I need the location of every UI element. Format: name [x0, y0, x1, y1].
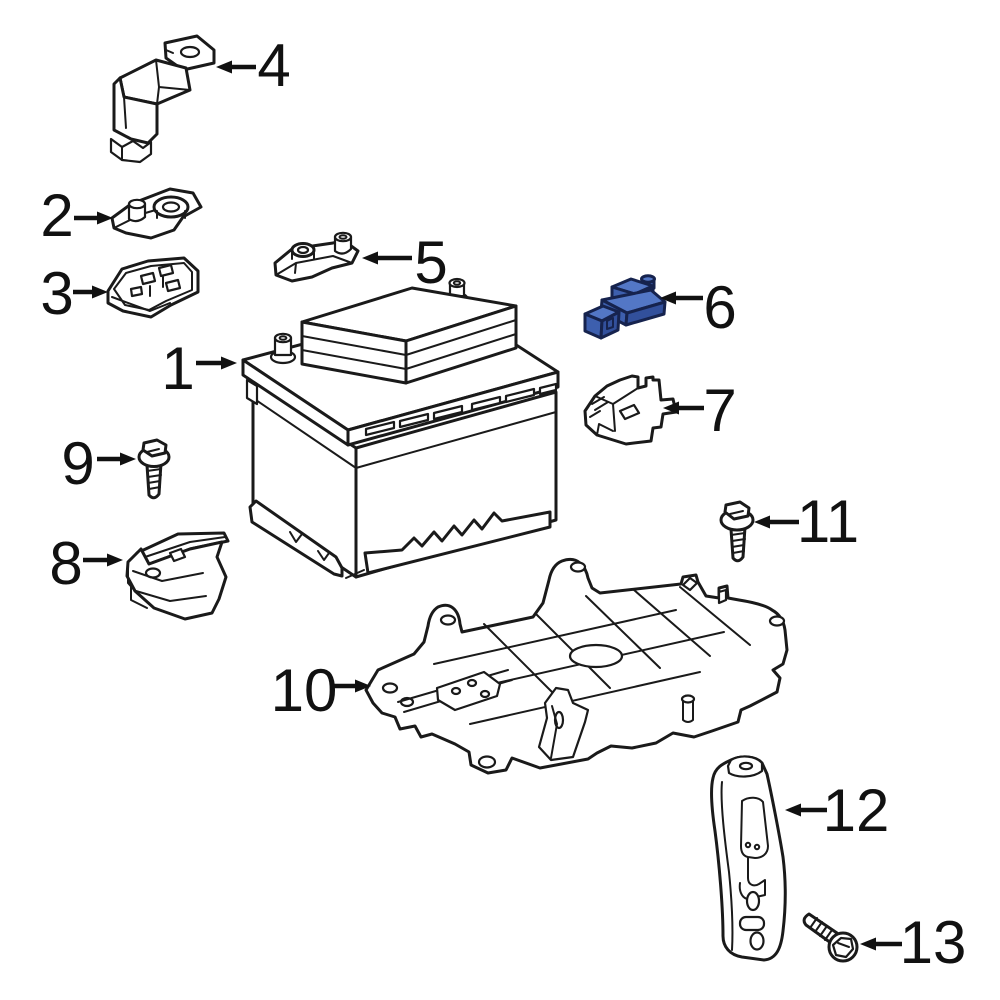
callout-4: 4: [216, 32, 291, 99]
callout-8-arrowhead: [107, 553, 123, 567]
sensor-lower-right: [599, 310, 621, 340]
battery-feet: [248, 499, 552, 579]
battery-lid-details: [245, 378, 558, 469]
clamp-details: [127, 536, 226, 609]
callout-5: 5: [362, 229, 448, 296]
part-terminal-cover: [583, 374, 678, 446]
part-bolt-9: [137, 438, 171, 500]
callout-2: 2: [40, 182, 113, 249]
bolt-11-hex-head: [723, 500, 751, 521]
bolt-11-shaft: [729, 525, 747, 563]
callout-6: 6: [660, 274, 737, 341]
callout-1-number: 1: [161, 335, 194, 402]
callout-12-arrowhead: [785, 803, 801, 817]
bolt-11-threads: [730, 532, 746, 554]
bolt-9-facet: [146, 448, 160, 453]
callout-2-arrowhead: [97, 211, 113, 225]
part-fusible-link: [109, 34, 216, 164]
part-sensor-highlighted: [583, 274, 667, 340]
bolt-9-threads: [146, 468, 162, 490]
callout-10: 10: [271, 657, 371, 724]
bolt-13-threads: [809, 917, 833, 941]
callout-13-number: 13: [900, 909, 967, 976]
fusible-link-details: [109, 49, 191, 164]
terminal-2-details: [113, 195, 190, 229]
callout-7-number: 7: [703, 377, 736, 444]
callout-6-arrowhead: [660, 291, 676, 305]
part-battery: [241, 277, 560, 579]
part-fuse-block: [106, 256, 200, 319]
sensor-notch: [606, 317, 614, 330]
bolt-13-facet: [837, 942, 850, 948]
callout-9-arrowhead: [120, 452, 136, 466]
battery-post-left: [269, 332, 297, 365]
tray-center-hole: [568, 643, 624, 669]
part-terminal-2: [110, 187, 203, 240]
callout-7-arrowhead: [663, 401, 679, 415]
callout-3: 3: [40, 260, 108, 327]
terminal-cover-details: [589, 387, 641, 436]
fuse-block-details: [111, 262, 193, 312]
part-bolt-11: [719, 500, 755, 563]
callout-10-arrowhead: [355, 679, 371, 693]
callout-4-number: 4: [257, 32, 290, 99]
part-clamp: [125, 531, 230, 621]
callout-11-number: 11: [797, 488, 859, 555]
callout-13-arrowhead: [860, 937, 876, 951]
callout-12: 12: [785, 777, 889, 844]
clamp-body: [125, 540, 228, 621]
callout-4-arrowhead: [216, 60, 232, 74]
callout-8-number: 8: [49, 530, 82, 597]
part-bracket-12: [710, 755, 787, 962]
callout-11-arrowhead: [754, 515, 770, 529]
callout-1-arrowhead: [221, 356, 237, 370]
callout-5-arrowhead: [362, 251, 378, 265]
battery-top-block: [300, 286, 518, 385]
part-bolt-13: [802, 912, 859, 963]
bolt-9-hex-head: [141, 438, 168, 458]
callout-11: 11: [754, 488, 859, 555]
tray-details: [397, 576, 728, 762]
callout-1: 1: [161, 335, 237, 402]
sensor-band-right: [624, 300, 667, 327]
fusible-link-hole: [179, 45, 201, 59]
callout-13: 13: [860, 909, 966, 976]
bracket-12-details: [720, 755, 769, 951]
callout-12-number: 12: [823, 777, 890, 844]
sensor-post-top: [640, 274, 656, 284]
bolt-11-facet: [729, 510, 744, 515]
callout-5-number: 5: [414, 229, 447, 296]
callout-6-number: 6: [703, 274, 736, 341]
callout-7: 7: [663, 377, 737, 444]
tray-outline: [364, 557, 789, 775]
callout-3-number: 3: [40, 260, 73, 327]
terminal-5-details: [275, 231, 353, 276]
callout-2-number: 2: [40, 182, 73, 249]
part-tray: [364, 557, 789, 775]
tray-holes: [381, 561, 786, 769]
callout-8: 8: [49, 530, 123, 597]
callout-9-number: 9: [61, 430, 94, 497]
part-terminal-5: [273, 231, 360, 283]
callout-9: 9: [61, 430, 136, 497]
callout-10-number: 10: [271, 657, 338, 724]
callout-3-arrowhead: [92, 285, 108, 299]
